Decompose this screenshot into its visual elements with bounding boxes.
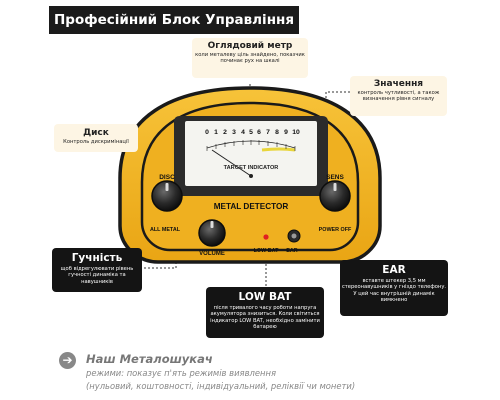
- footer-line-2: (нульовий, коштовності, індивідуальний, …: [86, 381, 356, 391]
- low-bat-panel-label: LOW BAT: [254, 248, 279, 254]
- meter-face: [185, 121, 317, 186]
- disc-label: DISC: [159, 174, 175, 181]
- scale-number: 6: [257, 129, 261, 136]
- target-indicator-label: TARGET INDICATOR: [224, 165, 279, 171]
- volume-label: VOLUME: [199, 251, 225, 257]
- arrow-right-icon: ➔: [59, 352, 76, 369]
- values-callout-desc: контроль чутливості, а також визначення …: [357, 90, 440, 103]
- ear-panel-label: EAR: [286, 248, 297, 254]
- footer-title: Наш Металошукач: [86, 352, 213, 366]
- scale-number: 4: [241, 129, 245, 136]
- meter-callout-title: Оглядовий метр: [207, 41, 293, 51]
- footer-line-1: режими: показує п'ять режимів виявлення: [86, 368, 276, 378]
- ear-jack: [287, 229, 301, 243]
- power-off-label: POWER OFF: [319, 227, 352, 233]
- all-metal-label: ALL METAL: [150, 227, 181, 233]
- scale-number: 9: [284, 129, 288, 136]
- scale-number: 5: [249, 129, 253, 136]
- ear-callout-title: EAR: [382, 264, 406, 276]
- low-bat-led: [263, 234, 269, 240]
- volume-callout-title: Гучність: [71, 252, 123, 264]
- lowbat-callout: LOW BAT після тривалого часу роботи напр…: [206, 287, 324, 338]
- meter-ticks: [206, 140, 296, 151]
- disc-knob: [151, 180, 183, 212]
- scale-number: 2: [223, 129, 227, 136]
- scale-number: 8: [275, 129, 279, 136]
- scale-number: 3: [232, 129, 236, 136]
- page-title: Професійний Блок Управління: [49, 6, 299, 34]
- values-callout-title: Значення: [373, 79, 424, 89]
- scale-number: 10: [292, 129, 300, 136]
- scale-number: 1: [214, 129, 218, 136]
- sens-label: SENS: [326, 174, 344, 181]
- scale-number: 7: [266, 129, 270, 136]
- ear-callout-desc: вставте штекер 3,5 мм стереонавушників у…: [341, 278, 447, 304]
- disc-callout: Диск Контроль дискримінації: [54, 124, 138, 152]
- volume-callout-desc: щоб відрегулювати рівень гучності динамі…: [60, 266, 134, 285]
- sens-knob: [319, 180, 351, 212]
- meter-callout-desc: коли металеву ціль знайдено, показчик по…: [195, 52, 305, 65]
- lowbat-callout-desc: після тривалого часу роботи напруга акум…: [210, 305, 320, 331]
- volume-knob: [198, 219, 226, 247]
- ear-callout: EAR вставте штекер 3,5 мм стереонавушник…: [340, 260, 448, 316]
- metal-detector-label: METAL DETECTOR: [214, 202, 289, 211]
- meter-callout: Оглядовий метр коли металеву ціль знайде…: [192, 38, 308, 78]
- volume-callout: Гучність щоб відрегулювати рівень гучнос…: [52, 248, 142, 292]
- scale-number: 0: [205, 129, 209, 136]
- meter-needle: [211, 149, 252, 177]
- values-callout: Значення контроль чутливості, а також ви…: [350, 76, 447, 116]
- lowbat-callout-title: LOW BAT: [238, 291, 292, 303]
- disc-callout-desc: Контроль дискримінації: [63, 139, 129, 145]
- disc-callout-title: Диск: [83, 128, 109, 138]
